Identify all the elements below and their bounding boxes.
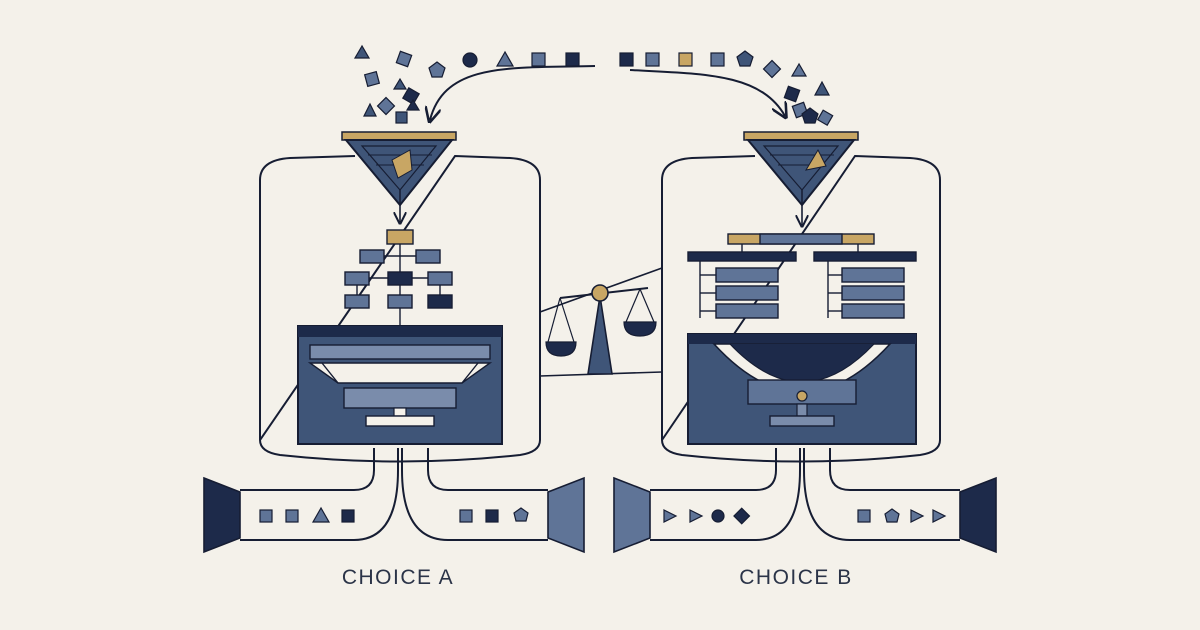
funnel-icon <box>341 131 457 207</box>
balance-scale-icon <box>539 267 663 377</box>
funnel-icon <box>743 131 859 207</box>
output-shapes-b-right <box>857 508 947 523</box>
output-shapes-a-right <box>459 507 529 523</box>
output-shapes-b-left <box>663 507 751 525</box>
feed-arrow-right <box>629 69 785 116</box>
feed-arrow-left <box>430 65 596 120</box>
output-pipes-b <box>650 448 960 541</box>
flowchart-icon <box>344 229 453 328</box>
megaphone-icon <box>547 476 585 554</box>
choice-a-label: CHOICE A <box>341 566 455 589</box>
megaphone-icon <box>613 476 651 554</box>
megaphone-icon <box>959 476 997 554</box>
input-shapes-right <box>619 50 834 127</box>
machine-b <box>687 333 917 445</box>
megaphone-icon <box>203 476 241 554</box>
monitor-icon <box>747 379 857 427</box>
output-pipes-a <box>240 448 548 541</box>
machine-a <box>297 325 503 445</box>
input-shapes-left <box>353 44 580 124</box>
choice-b-label: CHOICE B <box>739 566 853 589</box>
container-a <box>258 154 541 463</box>
flowchart-icon <box>687 233 917 319</box>
output-shapes-a-left <box>259 506 355 523</box>
monitor-icon <box>343 387 457 427</box>
container-b <box>660 154 941 463</box>
